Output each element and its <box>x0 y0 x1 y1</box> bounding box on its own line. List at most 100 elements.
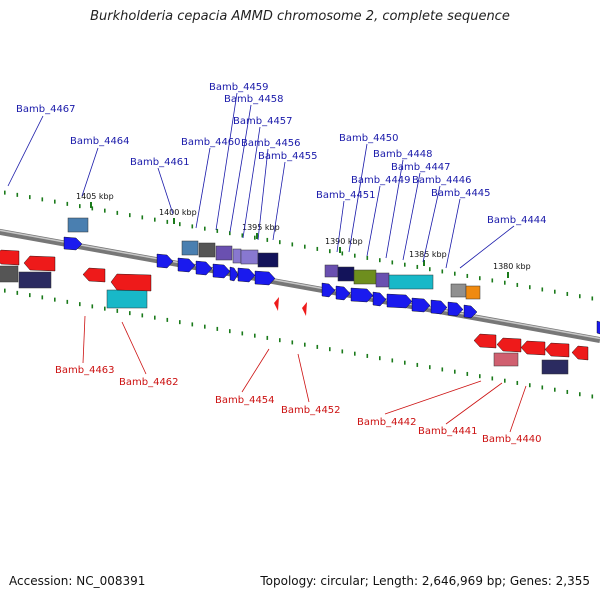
forward-gene-arrow <box>195 260 213 276</box>
reverse-gene-label[interactable]: Bamb_4454 <box>215 395 275 406</box>
forward-gene-label[interactable]: Bamb_4448 <box>373 149 433 160</box>
cog-bar <box>257 252 279 268</box>
scale-tick <box>404 360 406 365</box>
scale-tick <box>66 299 69 304</box>
cog-bar <box>18 271 52 289</box>
scale-tick <box>104 208 106 213</box>
forward-label-leader <box>215 92 238 231</box>
scale-tick <box>191 322 194 327</box>
scale-tick <box>366 255 369 260</box>
scale-tick <box>91 304 94 309</box>
forward-label-leader <box>257 148 269 241</box>
scale-tick <box>341 251 344 256</box>
scale-tick <box>79 204 81 209</box>
forward-gene-label[interactable]: Bamb_4451 <box>316 190 376 201</box>
forward-label-leader <box>242 126 261 239</box>
reverse-label-leader <box>297 353 310 403</box>
scale-tick <box>66 201 69 206</box>
scale-tick <box>29 293 31 298</box>
scale-tick <box>579 392 581 397</box>
forward-gene-label[interactable]: Bamb_4450 <box>339 133 399 144</box>
reverse-label-leader <box>509 385 527 433</box>
forward-gene-label[interactable]: Bamb_4449 <box>351 175 411 186</box>
reverse-gene-arrow <box>0 249 20 266</box>
scale-tick <box>354 253 356 258</box>
scale-tick <box>141 313 144 318</box>
scale-tick <box>216 326 219 331</box>
scale-tick-label: 1380 kbp <box>493 262 531 271</box>
forward-label-leader <box>272 161 286 241</box>
scale-tick <box>416 362 419 367</box>
scale-tick <box>504 280 506 285</box>
scale-tick <box>129 311 131 316</box>
reverse-gene-label[interactable]: Bamb_4463 <box>55 365 115 376</box>
forward-gene-label[interactable]: Bamb_4455 <box>258 151 318 162</box>
reverse-label-leader <box>384 380 482 415</box>
forward-gene-label[interactable]: Bamb_4464 <box>70 136 130 147</box>
reverse-gene-label[interactable]: Bamb_4442 <box>357 417 417 428</box>
scale-tick <box>429 267 431 272</box>
forward-gene-label[interactable]: Bamb_4461 <box>130 157 190 168</box>
scale-tick <box>429 365 431 370</box>
scale-tick <box>279 240 281 245</box>
forward-label-leader <box>366 185 381 257</box>
forward-gene-label[interactable]: Bamb_4447 <box>391 162 451 173</box>
scale-tick <box>566 389 569 394</box>
forward-gene-label[interactable]: Bamb_4457 <box>233 116 293 127</box>
scale-tick <box>466 273 469 278</box>
scale-tick <box>329 347 331 352</box>
forward-gene-label[interactable]: Bamb_4456 <box>241 138 301 149</box>
forward-gene-arrow <box>372 291 387 307</box>
scale-tick <box>154 217 156 222</box>
scale-tick <box>204 324 206 329</box>
forward-gene-arrow <box>156 253 174 269</box>
forward-gene-arrow <box>386 293 413 309</box>
forward-gene-label[interactable]: Bamb_4445 <box>431 188 491 199</box>
forward-gene-arrow <box>447 301 464 317</box>
scale-tick <box>304 244 306 249</box>
cog-bar <box>465 285 481 300</box>
scale-tick <box>316 246 319 251</box>
scale-tick <box>241 331 244 336</box>
cog-bar <box>388 274 434 290</box>
reverse-gene-arrow <box>473 333 497 349</box>
reverse-gene-label[interactable]: Bamb_4462 <box>119 377 179 388</box>
gene-arrows <box>0 236 600 361</box>
forward-gene-label[interactable]: Bamb_4459 <box>209 82 269 93</box>
cog-bar <box>232 248 242 264</box>
forward-label-leader <box>7 115 44 187</box>
forward-gene-label[interactable]: Bamb_4444 <box>487 215 547 226</box>
scale-tick <box>516 380 519 385</box>
reverse-gene-arrow <box>82 267 106 283</box>
topology-text: Topology: circular; Length: 2,646,969 bp… <box>260 574 590 588</box>
reverse-gene-arrow <box>23 255 56 272</box>
scale-tick <box>516 282 519 287</box>
cog-bar <box>198 242 216 258</box>
forward-gene-arrow <box>229 266 239 282</box>
scale-tick <box>116 308 119 313</box>
scale-tick <box>216 228 219 233</box>
scale-tick <box>241 233 244 238</box>
scale-tick <box>466 371 469 376</box>
scale-tick <box>491 278 494 283</box>
scale-tick <box>454 369 456 374</box>
forward-gene-label[interactable]: Bamb_4467 <box>16 104 76 115</box>
reverse-label-leader <box>82 315 86 364</box>
reverse-gene-arrow <box>544 342 570 358</box>
forward-gene-arrow <box>430 299 448 315</box>
forward-gene-label[interactable]: Bamb_4458 <box>224 94 284 105</box>
scale-tick-label: 1400 kbp <box>159 208 197 217</box>
dna-backbone <box>0 228 600 343</box>
forward-gene-label[interactable]: Bamb_4446 <box>412 175 472 186</box>
reverse-gene-label[interactable]: Bamb_4440 <box>482 434 542 445</box>
forward-gene-label[interactable]: Bamb_4460 <box>181 137 241 148</box>
forward-gene-arrow <box>254 270 276 286</box>
scale-tick <box>591 394 594 399</box>
scale-tick <box>416 264 419 269</box>
scale-tick <box>104 306 106 311</box>
reverse-gene-label[interactable]: Bamb_4452 <box>281 405 341 416</box>
scale-tick <box>266 335 269 340</box>
reverse-gene-label[interactable]: Bamb_4441 <box>418 426 478 437</box>
forward-gene-arrow <box>411 297 431 313</box>
scale-tick <box>154 315 156 320</box>
